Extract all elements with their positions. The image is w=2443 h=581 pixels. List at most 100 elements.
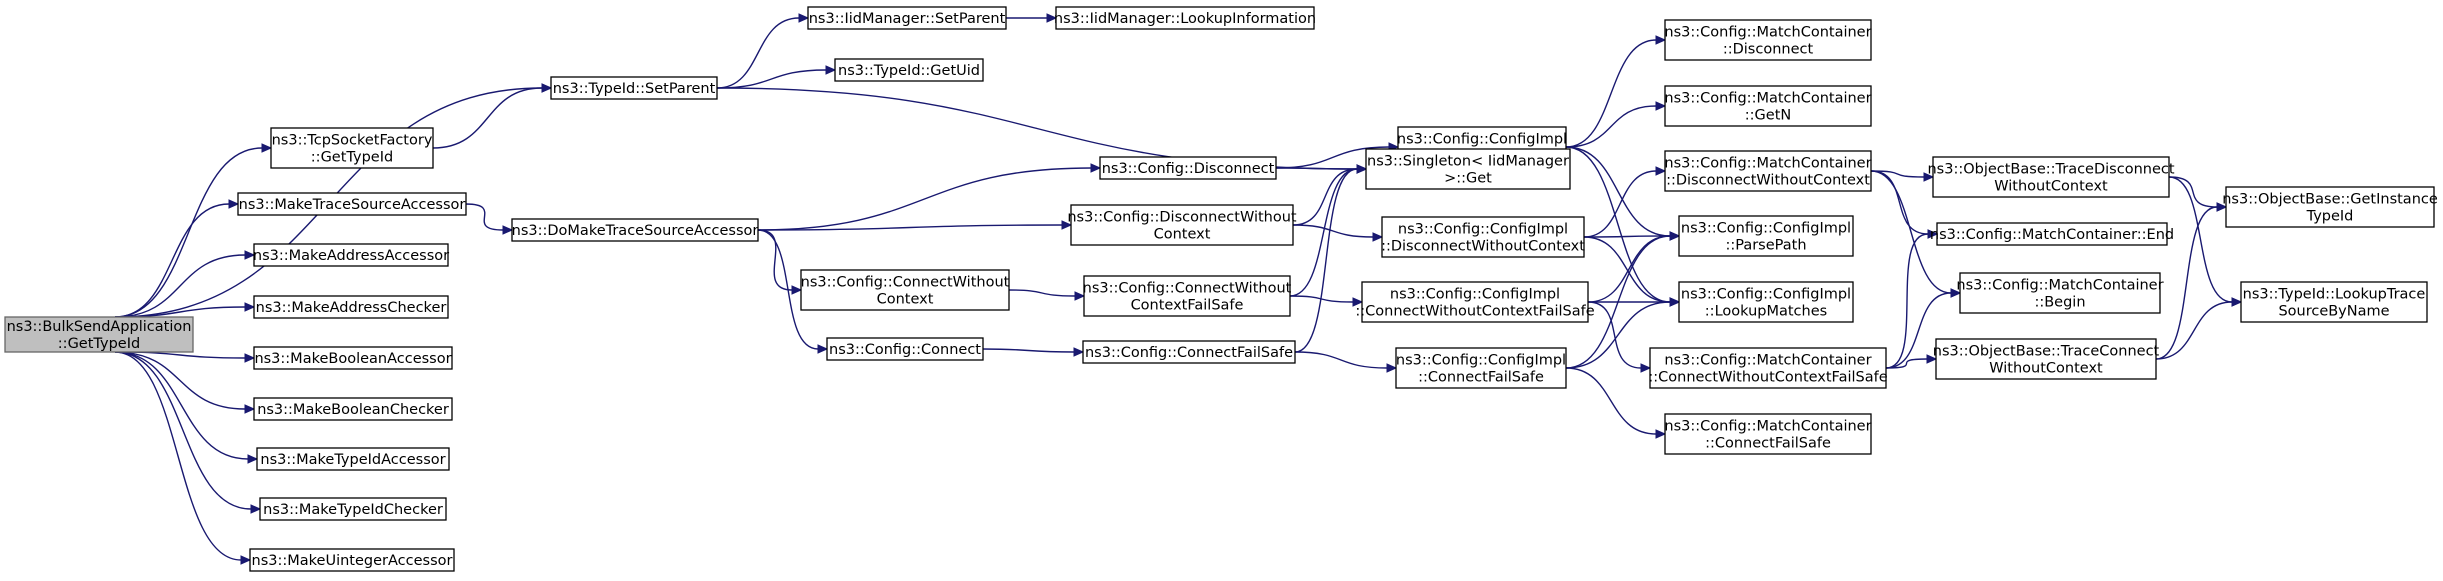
node-label: ns3::Config::ConfigImpl bbox=[1397, 132, 1567, 148]
node-label: ns3::MakeAddressAccessor bbox=[253, 248, 449, 264]
node-box bbox=[1082, 340, 1296, 364]
node-label: ns3::Config::MatchContainer bbox=[1664, 419, 1871, 435]
node-mtia[interactable]: ns3::MakeTypeIdAccessor bbox=[256, 447, 450, 471]
node-label: ns3::MakeTypeIdAccessor bbox=[260, 452, 445, 468]
edge-line bbox=[1275, 146, 1390, 169]
node-mac[interactable]: ns3::MakeAddressChecker bbox=[253, 295, 449, 319]
node-label: ns3::MakeBooleanAccessor bbox=[254, 351, 451, 367]
node-obtdwc[interactable]: ns3::ObjectBase::TraceDisconnectWithoutC… bbox=[1927, 156, 2175, 198]
node-cicwcfs[interactable]: ns3::Config::ConfigImpl::ConnectWithoutC… bbox=[1355, 281, 1595, 323]
node-mcdisc[interactable]: ns3::Config::MatchContainer::Disconnect bbox=[1664, 19, 1872, 61]
node-mccfs[interactable]: ns3::Config::MatchContainer::ConnectFail… bbox=[1664, 413, 1872, 455]
node-label: ns3::Config::ConnectWithout bbox=[801, 275, 1010, 291]
edge-line bbox=[1885, 292, 1952, 369]
node-getuid[interactable]: ns3::TypeId::GetUid bbox=[834, 58, 984, 82]
node-box bbox=[1070, 204, 1294, 246]
node-mcbegin[interactable]: ns3::Config::MatchContainer::Begin bbox=[1956, 272, 2164, 314]
node-maa[interactable]: ns3::MakeAddressAccessor bbox=[253, 243, 449, 267]
edge-arrowhead bbox=[541, 83, 553, 93]
edge-ccwc-to-ccwcfs bbox=[1008, 289, 1086, 301]
node-setparent[interactable]: ns3::TypeId::SetParent bbox=[550, 76, 718, 100]
node-mua[interactable]: ns3::MakeUintegerAccessor bbox=[249, 548, 455, 572]
node-box bbox=[1664, 85, 1872, 127]
node-box bbox=[1664, 19, 1872, 61]
node-singleton[interactable]: ns3::Singleton< IidManager >::Get bbox=[1365, 148, 1571, 190]
edge-arrowhead bbox=[1923, 172, 1935, 182]
edge-arrowhead bbox=[250, 504, 262, 514]
node-mccwcfs[interactable]: ns3::Config::MatchContainer::ConnectWith… bbox=[1648, 347, 1888, 389]
node-label: ns3::Config::MatchContainer bbox=[1956, 278, 2163, 294]
node-cicfs[interactable]: ns3::Config::ConfigImpl::ConnectFailSafe bbox=[1395, 347, 1567, 389]
edge-cidwc-to-cilookup bbox=[1583, 236, 1681, 307]
edge-dmtsa-to-cdisc bbox=[757, 163, 1102, 231]
edge-line bbox=[114, 254, 246, 318]
node-mtic[interactable]: ns3::MakeTypeIdChecker bbox=[259, 497, 447, 521]
edge-line bbox=[1565, 235, 1671, 369]
node-mcend[interactable]: ns3::Config::MatchContainer::End bbox=[1930, 222, 2174, 246]
edges-layer bbox=[114, 13, 2243, 565]
node-cidwc[interactable]: ns3::Config::ConfigImpl::DisconnectWitho… bbox=[1381, 216, 1585, 258]
node-box bbox=[1959, 272, 2161, 314]
node-mcgetn[interactable]: ns3::Config::MatchContainer::GetN bbox=[1664, 85, 1872, 127]
node-label: ::ConnectFailSafe bbox=[1705, 436, 1831, 452]
node-label: WithoutContext bbox=[1994, 179, 2108, 195]
node-label: ns3::TcpSocketFactory bbox=[272, 133, 433, 149]
node-box bbox=[1678, 281, 1854, 323]
edge-cidwc-to-mcdwc bbox=[1583, 166, 1667, 238]
node-label: ns3::ObjectBase::GetInstance bbox=[2222, 192, 2438, 208]
node-ccwcfs[interactable]: ns3::Config::ConnectWithoutContextFailSa… bbox=[1083, 275, 1292, 317]
edge-line bbox=[1289, 295, 1354, 303]
edge-root-to-tcpsf bbox=[114, 143, 273, 318]
edge-tcpsf-to-setparent bbox=[432, 83, 553, 149]
edge-ccfs-to-cicfs bbox=[1294, 351, 1398, 373]
node-label: ns3::Config::MatchContainer bbox=[1664, 25, 1871, 41]
edge-line bbox=[1870, 170, 1929, 235]
node-cdisc[interactable]: ns3::Config::Disconnect bbox=[1099, 156, 1277, 180]
node-mtsa[interactable]: ns3::MakeTraceSourceAccessor bbox=[237, 192, 467, 216]
node-label: ::GetTypeId bbox=[58, 336, 140, 352]
node-box bbox=[1649, 347, 1887, 389]
node-ccwc[interactable]: ns3::Config::ConnectWithoutContext bbox=[800, 269, 1010, 311]
edge-arrowhead bbox=[261, 143, 273, 153]
node-box bbox=[270, 127, 434, 169]
edge-mccwcfs-to-obtcwc bbox=[1885, 354, 1938, 369]
edge-mccwcfs-to-mcend bbox=[1885, 229, 1939, 369]
edge-arrowhead bbox=[1927, 229, 1939, 239]
node-label: ns3::Config::MatchContainer bbox=[1664, 91, 1871, 107]
node-obtcwc[interactable]: ns3::ObjectBase::TraceConnectWithoutCont… bbox=[1933, 338, 2160, 380]
node-label: ns3::Config::Disconnect bbox=[1102, 161, 1275, 177]
node-mba[interactable]: ns3::MakeBooleanAccessor bbox=[253, 346, 453, 370]
node-tcpsf[interactable]: ns3::TcpSocketFactory::GetTypeId bbox=[270, 127, 434, 169]
node-mbc[interactable]: ns3::MakeBooleanChecker bbox=[253, 397, 453, 421]
edge-line bbox=[1292, 224, 1374, 238]
node-label: ns3::TypeId::SetParent bbox=[553, 81, 716, 97]
node-cilookup[interactable]: ns3::Config::ConfigImpl::LookupMatches bbox=[1678, 281, 1854, 323]
node-cdwc[interactable]: ns3::Config::DisconnectWithoutContext bbox=[1067, 204, 1297, 246]
node-mcdwc[interactable]: ns3::Config::MatchContainer::DisconnectW… bbox=[1664, 150, 1872, 192]
node-ccfs[interactable]: ns3::Config::ConnectFailSafe bbox=[1082, 340, 1296, 364]
edge-mtsa-to-dmtsa bbox=[465, 203, 514, 235]
edge-line bbox=[1583, 236, 1671, 303]
node-iidli[interactable]: ns3::IidManager::LookupInformation bbox=[1054, 6, 1316, 30]
node-box bbox=[1932, 156, 2170, 198]
node-cconn[interactable]: ns3::Config::Connect bbox=[826, 337, 984, 361]
edge-arrowhead bbox=[1655, 429, 1667, 439]
node-label: Context bbox=[1154, 227, 1211, 243]
node-box bbox=[511, 218, 759, 242]
edge-root-to-mbc bbox=[114, 351, 256, 414]
node-label: ns3::TypeId::LookupTrace bbox=[2243, 287, 2426, 303]
node-ciparse[interactable]: ns3::Config::ConfigImpl::ParsePath bbox=[1678, 215, 1854, 257]
node-box bbox=[2225, 186, 2435, 228]
node-label: ::GetTypeId bbox=[311, 150, 393, 166]
node-box bbox=[1361, 281, 1589, 323]
node-box bbox=[1099, 156, 1277, 180]
node-label: ns3::BulkSendApplication bbox=[7, 319, 192, 335]
node-root[interactable]: ns3::BulkSendApplication::GetTypeId bbox=[4, 316, 194, 353]
node-iidsp[interactable]: ns3::IidManager::SetParent bbox=[807, 6, 1007, 30]
node-label: ns3::Config::ConfigImpl bbox=[1390, 287, 1560, 303]
node-label: ns3::Config::MatchContainer bbox=[1664, 156, 1871, 172]
node-dmtsa[interactable]: ns3::DoMakeTraceSourceAccessor bbox=[511, 218, 759, 242]
